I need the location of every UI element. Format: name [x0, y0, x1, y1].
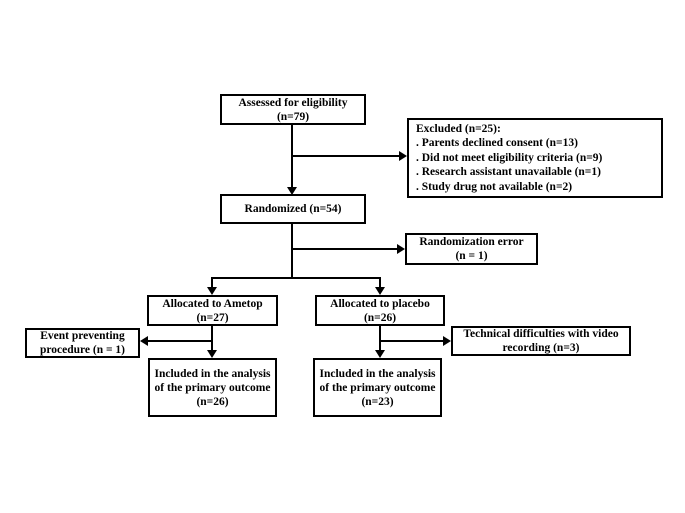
box-line: Excluded (n=25):: [416, 122, 501, 135]
box-line: Randomization error: [419, 236, 524, 248]
box-allocated-ametop: Allocated to Ametop (n=27): [147, 295, 278, 326]
box-randomization-error: Randomization error (n = 1): [405, 233, 538, 265]
arrowhead-down-icon: [207, 350, 217, 358]
box-line: Included in the analysis: [319, 367, 436, 380]
box-line: Randomized (n=54): [244, 203, 342, 215]
connector-branch-to-ametop: [211, 277, 213, 289]
arrowhead-right-icon: [397, 244, 405, 254]
connector-allocation-branch: [211, 277, 381, 279]
box-line: (n=79): [276, 110, 310, 123]
box-line: of the primary outcome: [319, 381, 436, 394]
box-line: Allocated to Ametop: [162, 297, 263, 310]
connector-to-randomization-error: [292, 248, 397, 250]
arrowhead-down-icon: [375, 287, 385, 295]
box-excluded: Excluded (n=25): . Parents declined cons…: [407, 118, 663, 198]
box-included-analysis-ametop: Included in the analysis of the primary …: [148, 358, 277, 417]
arrowhead-right-icon: [399, 151, 407, 161]
connector-to-event-preventing: [148, 340, 212, 342]
box-assessed-for-eligibility: Assessed for eligibility (n=79): [220, 94, 366, 125]
box-line: Technical difficulties with video: [463, 328, 619, 340]
connector-to-excluded: [291, 155, 399, 157]
connector-placebo-to-included: [379, 326, 381, 352]
box-line: (n = 1): [455, 250, 488, 262]
box-technical-difficulties: Technical difficulties with video record…: [451, 326, 631, 356]
arrowhead-left-icon: [140, 336, 148, 346]
box-randomized: Randomized (n=54): [220, 194, 366, 224]
arrowhead-down-icon: [287, 187, 297, 195]
box-line: . Did not meet eligibility criteria (n=9…: [416, 151, 603, 164]
box-line: Assessed for eligibility: [238, 96, 348, 109]
box-line: Allocated to placebo: [330, 297, 430, 310]
connector-ametop-to-included: [211, 326, 213, 352]
box-event-preventing-procedure: Event preventing procedure (n = 1): [25, 328, 140, 358]
box-line: . Study drug not available (n=2): [416, 180, 573, 193]
box-included-analysis-placebo: Included in the analysis of the primary …: [313, 358, 442, 417]
box-line: procedure (n = 1): [39, 344, 126, 356]
connector-branch-to-placebo: [379, 277, 381, 289]
box-line: Included in the analysis: [154, 367, 271, 380]
box-line: (n=26): [196, 395, 229, 408]
box-line: (n=23): [361, 395, 394, 408]
box-line: (n=26): [363, 311, 397, 324]
arrowhead-down-icon: [207, 287, 217, 295]
box-line: . Research assistant unavailable (n=1): [416, 166, 601, 179]
box-line: . Parents declined consent (n=13): [416, 137, 578, 150]
box-line: recording (n=3): [502, 342, 580, 354]
box-line: (n=27): [196, 311, 229, 324]
box-allocated-placebo: Allocated to placebo (n=26): [315, 295, 445, 326]
arrowhead-down-icon: [375, 350, 385, 358]
arrowhead-right-icon: [443, 336, 451, 346]
box-line: of the primary outcome: [154, 381, 271, 394]
box-line: Event preventing: [40, 330, 125, 342]
connector-to-technical-difficulties: [381, 340, 443, 342]
connector-randomized-down: [291, 223, 293, 279]
